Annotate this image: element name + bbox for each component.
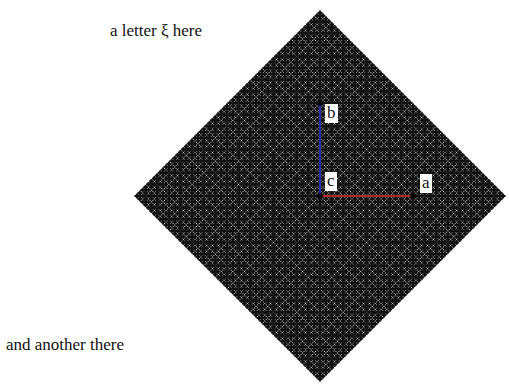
figure-stage: a letter ξ hereand another therebcaξ	[0, 0, 509, 387]
fractal-illustration	[0, 0, 509, 387]
